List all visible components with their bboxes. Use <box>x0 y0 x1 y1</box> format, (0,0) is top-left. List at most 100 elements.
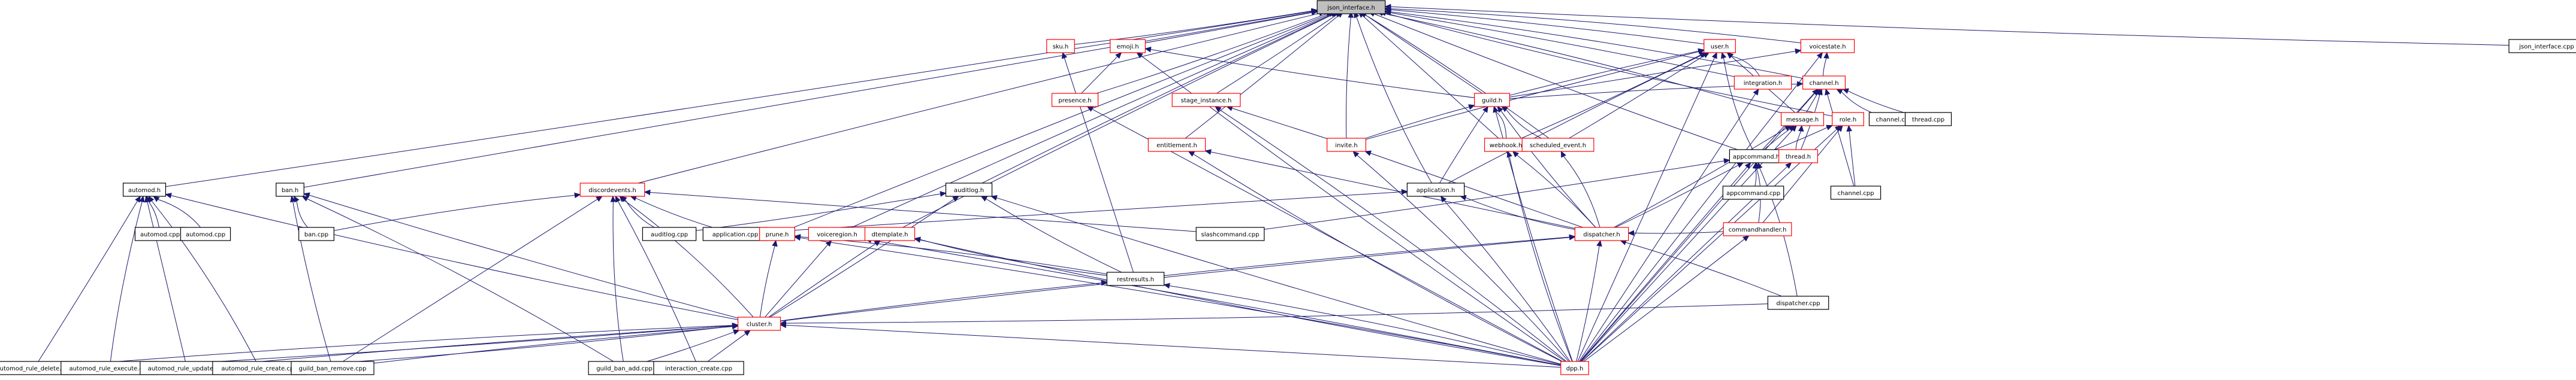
node-box[interactable] <box>1195 227 1265 241</box>
node-box[interactable] <box>1560 361 1589 375</box>
node-role-h[interactable]: role.h <box>1832 112 1864 126</box>
node-auditlog-h[interactable]: auditlog.h <box>945 183 993 197</box>
node-dtemplate-h[interactable]: dtemplate.h <box>864 227 916 241</box>
node-prune-h[interactable]: prune.h <box>759 227 795 241</box>
arrowhead-icon <box>1512 151 1520 157</box>
node-box[interactable] <box>2508 39 2576 53</box>
node-box[interactable] <box>1327 138 1367 152</box>
node-label: json_interface.cpp <box>2518 44 2574 50</box>
node-voiceregion-h[interactable]: voiceregion.h <box>808 227 866 241</box>
node-box[interactable] <box>1830 186 1882 200</box>
node-box[interactable] <box>276 183 304 197</box>
node-application-h[interactable]: application.h <box>1406 183 1465 197</box>
edge-line <box>1390 6 2547 47</box>
node-box[interactable] <box>1171 93 1241 107</box>
node-application-cpp[interactable]: application.cpp <box>702 227 768 241</box>
node-box[interactable] <box>122 183 167 197</box>
node-emoji-h[interactable]: emoji.h <box>1110 39 1146 53</box>
node-box[interactable] <box>1147 138 1206 152</box>
edge-line <box>1060 10 1312 47</box>
node-box[interactable] <box>1800 39 1855 53</box>
node-box[interactable] <box>1316 0 1386 14</box>
node-box[interactable] <box>1904 112 1952 126</box>
node-automod-h[interactable]: automod.h <box>122 183 167 197</box>
node-box[interactable] <box>1406 183 1465 197</box>
node-label: user.h <box>1711 44 1729 50</box>
node-box[interactable] <box>945 183 993 197</box>
node-restresults-h[interactable]: restresults.h <box>1106 272 1165 286</box>
arrowhead-icon <box>301 196 309 202</box>
node-automod-rule-execute-cpp[interactable]: automod_rule_execute.cpp <box>61 361 159 375</box>
node-box[interactable] <box>180 227 231 241</box>
node-box[interactable] <box>1723 222 1792 236</box>
node-box[interactable] <box>759 227 795 241</box>
node-box[interactable] <box>1802 75 1846 90</box>
node-cluster-h[interactable]: cluster.h <box>737 317 781 331</box>
node-box[interactable] <box>1521 138 1594 152</box>
node-box[interactable] <box>737 317 781 331</box>
node-box[interactable] <box>642 227 697 241</box>
arrowhead-icon <box>1721 51 1727 59</box>
node-box[interactable] <box>1106 272 1165 286</box>
node-sku-h[interactable]: sku.h <box>1046 39 1075 53</box>
node-box[interactable] <box>1574 227 1629 241</box>
node-interaction-create-cpp[interactable]: interaction_create.cpp <box>653 361 744 375</box>
node-commandhandler-h[interactable]: commandhandler.h <box>1723 222 1792 236</box>
node-auditlog-cpp[interactable]: auditlog.cpp <box>642 227 697 241</box>
node-user-h[interactable]: user.h <box>1704 39 1736 53</box>
node-box[interactable] <box>653 361 744 375</box>
node-box[interactable] <box>291 361 375 375</box>
node-automod-cpp-a[interactable]: automod.cpp <box>134 227 186 241</box>
node-box[interactable] <box>864 227 916 241</box>
node-box[interactable] <box>1046 39 1075 53</box>
node-automod-rule-create-cpp[interactable]: automod_rule_create.cpp <box>212 361 307 375</box>
node-ban-h[interactable]: ban.h <box>276 183 304 197</box>
node-box[interactable] <box>1780 112 1825 126</box>
node-channel-h[interactable]: channel.h <box>1802 75 1846 90</box>
node-slashcommand-cpp[interactable]: slashcommand.cpp <box>1195 227 1265 241</box>
node-box[interactable] <box>1704 39 1736 53</box>
node-presence-h[interactable]: presence.h <box>1051 93 1099 107</box>
node-guild-ban-add-cpp[interactable]: guild_ban_add.cpp <box>588 361 661 375</box>
node-entitlement-h[interactable]: entitlement.h <box>1147 138 1206 152</box>
node-dpp-h[interactable]: dpp.h <box>1560 361 1589 375</box>
arrowhead-icon <box>1384 9 1391 15</box>
node-channel-cpp-b[interactable]: channel.cpp <box>1830 186 1882 200</box>
node-ban-cpp[interactable]: ban.cpp <box>298 227 334 241</box>
node-voicestate-h[interactable]: voicestate.h <box>1800 39 1855 53</box>
node-box[interactable] <box>1722 186 1784 200</box>
node-stage-instance-h[interactable]: stage_instance.h <box>1171 93 1241 107</box>
node-box[interactable] <box>1832 112 1864 126</box>
node-box[interactable] <box>1734 75 1792 90</box>
node-discordevents-h[interactable]: discordevents.h <box>579 183 645 197</box>
arrowhead-icon <box>1812 89 1819 96</box>
node-integration-h[interactable]: integration.h <box>1734 75 1792 90</box>
node-box[interactable] <box>1767 296 1829 310</box>
node-json-interface-cpp[interactable]: json_interface.cpp <box>2508 39 2576 53</box>
node-box[interactable] <box>1778 149 1819 163</box>
node-guild-ban-remove-cpp[interactable]: guild_ban_remove.cpp <box>291 361 375 375</box>
node-json-interface-h[interactable]: json_interface.h <box>1316 0 1386 14</box>
node-box[interactable] <box>1051 93 1099 107</box>
edge-webhook_h-to-json_interface_h <box>1358 11 1506 145</box>
node-label: dispatcher.h <box>1583 232 1620 238</box>
node-automod-cpp-b[interactable]: automod.cpp <box>180 227 231 241</box>
node-appcommand-cpp[interactable]: appcommand.cpp <box>1722 186 1784 200</box>
node-dispatcher-h[interactable]: dispatcher.h <box>1574 227 1629 241</box>
arrowhead-icon <box>1506 150 1512 158</box>
edge-automod_rule_update_cpp-to-automod_h <box>144 195 188 369</box>
node-box[interactable] <box>1474 93 1510 107</box>
node-invite-h[interactable]: invite.h <box>1327 138 1367 152</box>
node-thread-cpp[interactable]: thread.cpp <box>1904 112 1952 126</box>
node-scheduled-event-h[interactable]: scheduled_event.h <box>1521 138 1594 152</box>
node-guild-h[interactable]: guild.h <box>1474 93 1510 107</box>
arrowhead-icon <box>615 195 621 203</box>
node-message-h[interactable]: message.h <box>1780 112 1825 126</box>
node-box[interactable] <box>1110 39 1146 53</box>
node-appcommand-h[interactable]: appcommand.h <box>1729 149 1784 163</box>
node-dispatcher-cpp[interactable]: dispatcher.cpp <box>1767 296 1829 310</box>
node-webhook-h[interactable]: webhook.h <box>1484 138 1528 152</box>
node-thread-h[interactable]: thread.h <box>1778 149 1819 163</box>
node-box[interactable] <box>579 183 645 197</box>
node-box[interactable] <box>298 227 334 241</box>
